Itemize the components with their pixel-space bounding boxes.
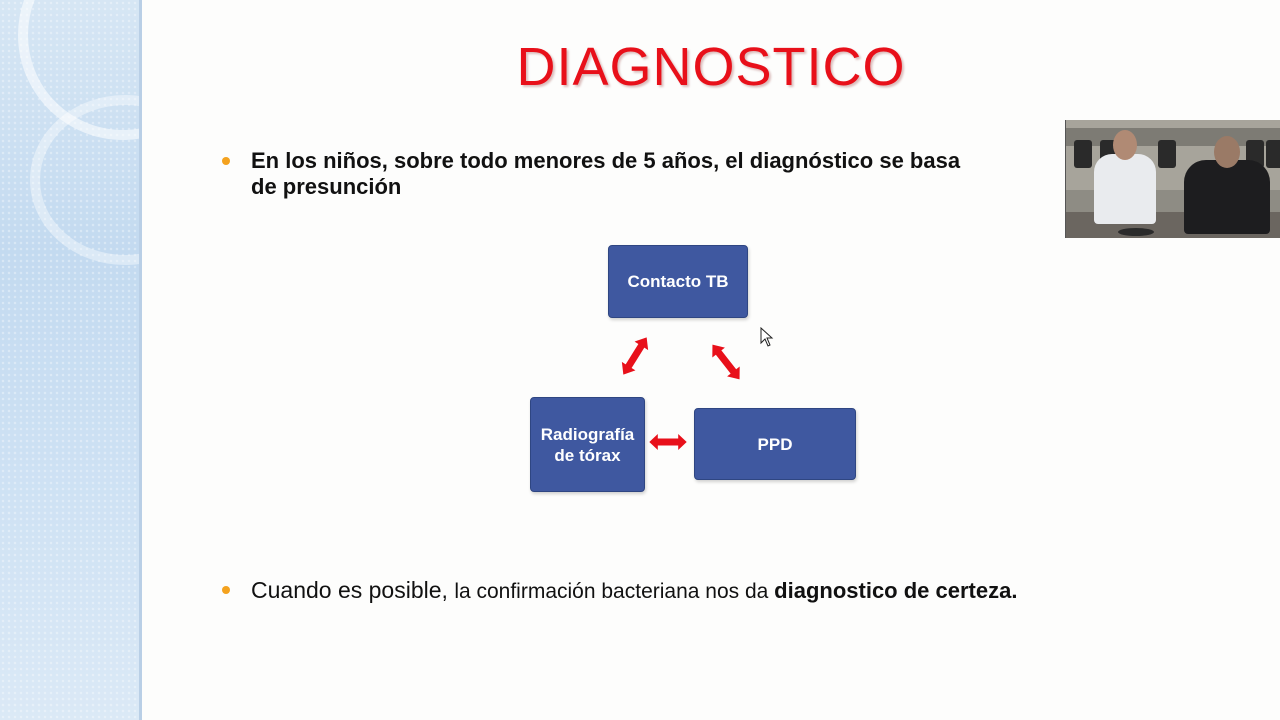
double-arrow-icon — [649, 434, 687, 450]
video-object — [1118, 228, 1154, 236]
node-label: PPD — [757, 434, 793, 454]
diagram-node-radiografia: Radiografía de tórax — [530, 397, 645, 492]
bullet-text: En los niños, sobre todo menores de 5 añ… — [251, 148, 960, 200]
decorative-side-band — [0, 0, 142, 720]
video-person — [1094, 154, 1156, 224]
diagram-node-ppd: PPD — [694, 408, 856, 480]
video-chair — [1074, 140, 1092, 168]
video-person — [1184, 160, 1270, 234]
webcam-video-overlay[interactable] — [1065, 120, 1280, 238]
bullet-line: de presunción — [251, 174, 402, 199]
bullet-dot-icon — [222, 157, 230, 165]
bullet-line: En los niños, sobre todo menores de 5 añ… — [251, 148, 961, 173]
slide-title: DIAGNOSTICO — [516, 37, 906, 97]
bullet-text: Cuando es posible, la confirmación bacte… — [251, 576, 1017, 606]
node-label-line: Radiografía — [540, 424, 635, 444]
double-arrow-icon — [616, 333, 654, 379]
bullet-text-light: la confirmación bacteriana nos da — [454, 580, 775, 603]
video-person-head — [1113, 130, 1137, 160]
bullet-text-bold: diagnostico de certeza — [774, 578, 1012, 603]
node-label-line: de tórax — [554, 445, 621, 465]
video-chair — [1158, 140, 1176, 168]
double-arrow-icon — [706, 339, 746, 385]
bullet-text-end: . — [1011, 578, 1018, 603]
node-label: Radiografía de tórax — [541, 424, 635, 466]
bullet-text-regular: Cuando es posible, — [251, 577, 455, 603]
video-chair — [1266, 140, 1280, 168]
node-label: Contacto TB — [627, 272, 729, 291]
diagram-node-contacto: Contacto TB — [608, 245, 748, 318]
video-person-head — [1214, 136, 1240, 168]
bullet-dot-icon — [222, 586, 230, 594]
bullet-item: En los niños, sobre todo menores de 5 añ… — [222, 148, 1062, 200]
mouse-cursor-icon — [760, 327, 774, 347]
bullet-item: Cuando es posible, la confirmación bacte… — [222, 576, 1182, 606]
